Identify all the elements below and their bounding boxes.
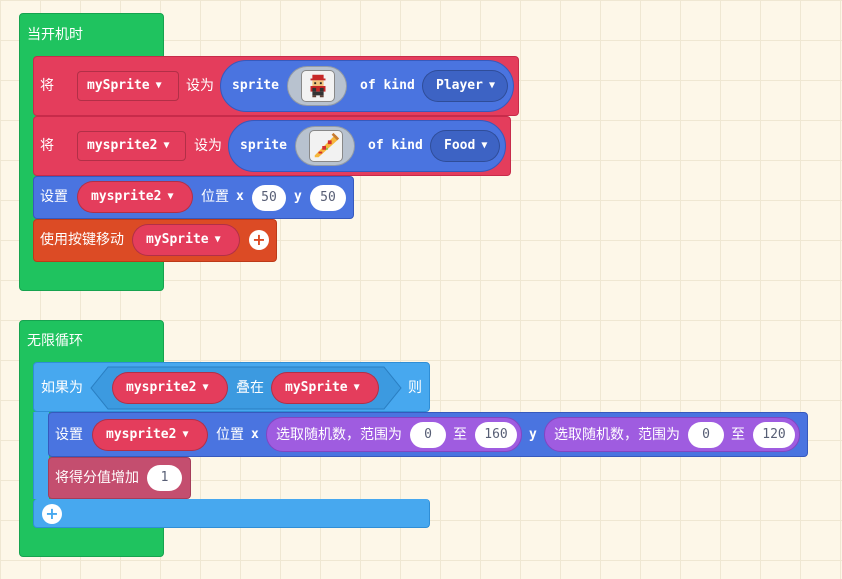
forever-label: 无限循环 (27, 333, 83, 349)
kind-dropdown-food[interactable]: Food ▼ (430, 130, 500, 162)
chevron-down-icon: ▼ (202, 382, 209, 393)
add-else-icon[interactable]: + (42, 504, 62, 524)
y-from-input[interactable]: 0 (688, 422, 724, 448)
on-start-label: 当开机时 (27, 27, 83, 43)
pizza-sprite-image (309, 130, 343, 162)
y-to-input[interactable]: 120 (753, 422, 795, 448)
overlap-label: 叠在 (236, 380, 264, 396)
if-then-block-arm (33, 412, 49, 499)
sprite-dropdown-mysprite2[interactable]: mysprite2 ▼ (112, 372, 228, 404)
random-y-reporter[interactable] (544, 417, 800, 452)
chevron-down-icon: ▼ (182, 429, 189, 440)
to-label: 至 (731, 427, 745, 443)
move-label: 使用按键移动 (40, 232, 124, 248)
chevron-down-icon: ▼ (155, 80, 162, 91)
sprite-dropdown-mysprite[interactable]: mySprite ▼ (271, 372, 379, 404)
to-label: 至 (453, 427, 467, 443)
y-label: y (294, 189, 302, 204)
x-label: x (251, 427, 259, 442)
pizza-icon (314, 132, 340, 158)
assign-label: 设为 (194, 138, 222, 154)
set-label: 将 (40, 78, 54, 94)
sprite-dropdown-mysprite2[interactable]: mysprite2 ▼ (77, 181, 193, 213)
random-label: 选取随机数，范围为 (276, 427, 402, 443)
of-kind-label: of kind (368, 138, 423, 153)
set-position-label: 设置 (55, 427, 83, 443)
sprite-name: mySprite (285, 380, 348, 395)
x-to-input[interactable]: 160 (475, 422, 517, 448)
y-label: y (529, 427, 537, 442)
kind-value: Player (436, 78, 483, 93)
chevron-down-icon: ▼ (353, 382, 360, 393)
chevron-down-icon: ▼ (481, 140, 488, 151)
chevron-down-icon: ▼ (488, 80, 495, 91)
sprite-dropdown-mysprite2[interactable]: mysprite2 ▼ (92, 419, 208, 451)
sprite-name: mysprite2 (126, 380, 197, 395)
random-label: 选取随机数，范围为 (554, 427, 680, 443)
x-from-input[interactable]: 0 (410, 422, 446, 448)
set-label: 将 (40, 138, 54, 154)
position-label: 位置 (201, 189, 229, 205)
player-icon (310, 74, 326, 98)
sprite-keyword: sprite (240, 138, 287, 153)
add-parameter-icon[interactable]: + (249, 230, 269, 250)
player-sprite-image (301, 70, 335, 102)
score-value-input[interactable]: 1 (147, 465, 182, 491)
kind-dropdown-player[interactable]: Player ▼ (422, 70, 508, 102)
then-label: 则 (408, 380, 422, 396)
sprite-name: mysprite2 (106, 427, 177, 442)
chevron-down-icon: ▼ (163, 140, 170, 151)
kind-value: Food (444, 138, 476, 153)
set-position-label: 设置 (40, 189, 68, 205)
position-label: 位置 (216, 427, 244, 443)
if-label: 如果为 (41, 380, 83, 396)
change-score-label: 将得分值增加 (55, 470, 139, 486)
sprite-image-field[interactable] (295, 126, 355, 166)
chevron-down-icon: ▼ (214, 234, 221, 245)
variable-name: mySprite (87, 78, 150, 93)
sprite-name: mySprite (146, 232, 209, 247)
sprite-keyword: sprite (232, 78, 279, 93)
variable-dropdown-mysprite2[interactable]: mysprite2 ▼ (77, 131, 186, 161)
if-then-block-footer[interactable] (33, 499, 430, 528)
variable-name: mysprite2 (87, 138, 158, 153)
assign-label: 设为 (186, 78, 214, 94)
x-value-input[interactable]: 50 (252, 185, 286, 211)
chevron-down-icon: ▼ (167, 191, 174, 202)
sprite-dropdown-mysprite[interactable]: mySprite ▼ (132, 224, 240, 256)
y-value-input[interactable]: 50 (310, 185, 346, 211)
x-label: x (236, 189, 244, 204)
variable-dropdown-mysprite[interactable]: mySprite ▼ (77, 71, 179, 101)
of-kind-label: of kind (360, 78, 415, 93)
sprite-name: mysprite2 (91, 189, 162, 204)
sprite-image-field[interactable] (287, 66, 347, 106)
